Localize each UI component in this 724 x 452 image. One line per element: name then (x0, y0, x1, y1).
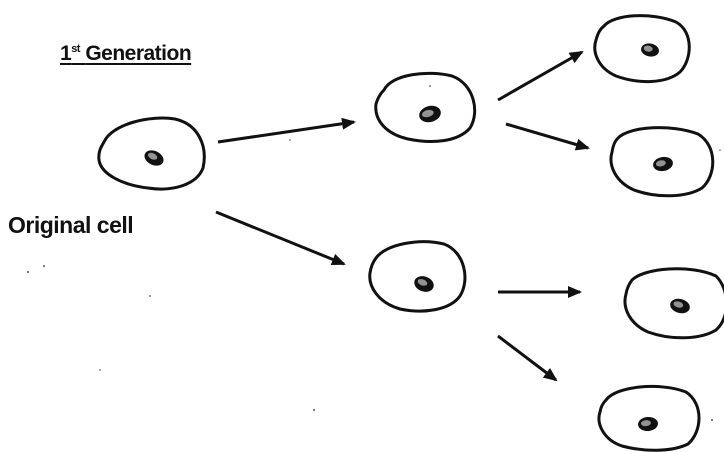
cell-icon (368, 240, 467, 313)
arrow-icon (497, 50, 584, 102)
arrow-icon (217, 117, 356, 144)
nucleus-icon (414, 276, 434, 292)
generation-ordinal: st (71, 43, 80, 55)
nucleus-icon (419, 105, 441, 123)
nucleus-icon (144, 150, 164, 166)
generation-number: 1 (60, 42, 72, 65)
scan-speckles (27, 85, 721, 421)
granddaughter-cell-4 (597, 384, 701, 452)
daughter-cell-lower (368, 240, 467, 313)
arrow-icon (215, 210, 346, 266)
cell-icon (97, 116, 206, 191)
granddaughter-cell-1 (593, 14, 691, 84)
nucleus-icon (653, 156, 673, 172)
cell-icon (609, 126, 715, 198)
generation-title: 1st Generation (60, 42, 192, 66)
arrow-icon (497, 334, 558, 382)
generation-word: Generation (85, 42, 192, 65)
cell-icon (374, 71, 477, 143)
arrows (215, 50, 590, 382)
nucleus-icon (638, 416, 658, 432)
cell-icon (623, 267, 724, 340)
cell-icon (593, 14, 691, 84)
daughter-cell-upper (374, 71, 477, 143)
cell-icon (597, 384, 701, 452)
original-cell-label: Original cell (8, 212, 134, 238)
nucleus-icon (670, 298, 690, 314)
arrow-icon (505, 122, 590, 151)
original-cell (97, 116, 206, 191)
nucleus-icon (641, 43, 659, 57)
granddaughter-cell-2 (609, 126, 715, 198)
granddaughter-cell-3 (623, 267, 724, 340)
